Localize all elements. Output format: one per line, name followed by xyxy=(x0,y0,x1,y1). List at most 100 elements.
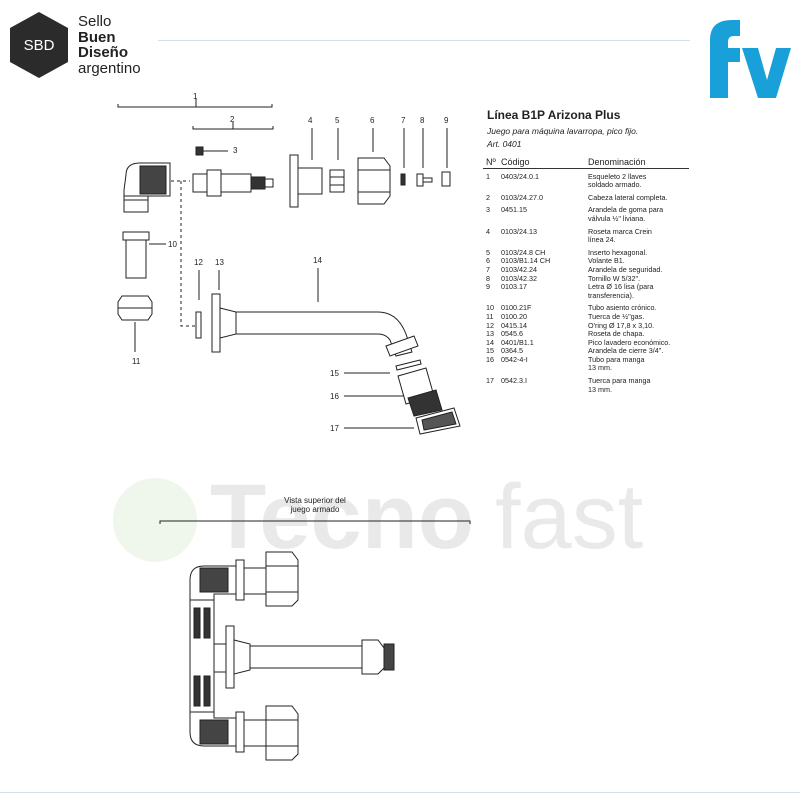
part-16-hose-tube xyxy=(397,367,443,417)
part-code: 0415.14 xyxy=(501,320,527,330)
part-description: Volante B1. xyxy=(588,257,689,266)
table-row: 8 0103/42.32 Tornillo W 5/32". xyxy=(483,273,689,284)
callout-15: 15 xyxy=(330,369,339,378)
part-description-line: Roseta marca Crein xyxy=(588,226,652,236)
part-number: 6 xyxy=(486,256,490,266)
product-title: Línea B1P Arizona Plus xyxy=(487,108,621,122)
part-description-line: Tuerca para manga xyxy=(588,376,651,386)
callout-17: 17 xyxy=(330,424,339,433)
tecnofast-watermark: Tecno fast xyxy=(113,466,643,568)
part-number: 7 xyxy=(486,264,490,274)
part-number: 15 xyxy=(486,346,494,356)
table-row: 15 0364.5 Arandela de cierre 3/4". xyxy=(483,347,689,356)
part-description-line: Arandela de seguridad. xyxy=(588,264,663,274)
sbd-wordmark: Sello Buen Diseño argentino xyxy=(78,14,141,76)
part-10-tube xyxy=(122,231,150,279)
part-description-line: Letra Ø 16 lisa (para xyxy=(588,282,654,292)
part-15-washer xyxy=(395,359,422,371)
part-code: 0364.5 xyxy=(501,346,523,356)
table-row: 5 0103/24.8 CH Inserto hexagonal. xyxy=(483,247,689,258)
table-row: 14 0401/B1.1 Pico lavadero económico. xyxy=(483,337,689,348)
part-description-line: Inserto hexagonal. xyxy=(588,247,648,257)
part-code: 0103/B1.14 CH xyxy=(501,256,551,266)
part-number: 8 xyxy=(486,273,490,283)
callout-13: 13 xyxy=(215,258,224,267)
part-description-line: Tuerca de ½"gas. xyxy=(588,311,645,321)
part-description-line: O'ring Ø 17,8 x 3,10. xyxy=(588,320,655,330)
callout-10: 10 xyxy=(168,240,177,249)
part-code: 0103/24.27.0 xyxy=(501,192,543,202)
part-12-oring xyxy=(195,311,202,339)
part-description-line: Tornillo W 5/32". xyxy=(588,273,641,283)
table-row: 13 0545.6 Roseta de chapa. xyxy=(483,329,689,339)
part-description-line: Esqueleto 2 llaves xyxy=(588,171,647,181)
part-description-line: 13 mm. xyxy=(588,363,612,373)
part-description: Cabeza lateral completa. xyxy=(588,193,689,203)
header-code: Código xyxy=(501,157,530,167)
part-number: 4 xyxy=(486,226,490,236)
table-row: 6 0103/B1.14 CH Volante B1. xyxy=(483,257,689,266)
part-14-spout xyxy=(235,311,413,357)
part-number: 16 xyxy=(486,354,494,364)
header-divider xyxy=(158,40,690,41)
part-number: 5 xyxy=(486,247,490,257)
part-code: 0545.6 xyxy=(501,329,523,339)
part-code: 0542-4-I xyxy=(501,354,528,364)
callout-1: 1 xyxy=(193,92,198,101)
part-code: 0103/42.32 xyxy=(501,273,537,283)
part-description-line: Pico lavadero económico. xyxy=(588,337,671,347)
part-code: 0451.15 xyxy=(501,205,527,215)
top-view-label-line-1: Vista superior del xyxy=(284,496,346,505)
callout-7: 7 xyxy=(401,116,406,125)
callout-11: 11 xyxy=(132,357,141,366)
part-number: 13 xyxy=(486,329,494,339)
header-description: Denominación xyxy=(588,157,646,167)
part-description: Roseta de chapa. xyxy=(588,329,689,339)
part-description: Inserto hexagonal. xyxy=(588,247,689,258)
part-description-line: soldado armado. xyxy=(588,180,642,190)
sbd-line-2: Buen xyxy=(78,28,116,46)
part-6-handle xyxy=(357,157,391,205)
part-code: 0401/B1.1 xyxy=(501,337,534,347)
callout-8: 8 xyxy=(420,116,425,125)
callout-14: 14 xyxy=(313,256,322,265)
part-code: 0403/24.0.1 xyxy=(501,171,539,181)
part-description-line: Volante B1. xyxy=(588,256,625,266)
product-article-number: Art. 0401 xyxy=(487,139,522,149)
callout-4: 4 xyxy=(308,116,313,125)
part-code: 0103/24.8 CH xyxy=(501,247,546,257)
part-9-letter xyxy=(441,171,451,187)
fv-brand-logo xyxy=(710,20,791,98)
part-7-washer xyxy=(400,173,406,186)
part-description-line: 13 mm. xyxy=(588,384,612,394)
part-number: 14 xyxy=(486,337,494,347)
callout-3: 3 xyxy=(233,146,238,155)
part-description-line: Tubo para manga xyxy=(588,354,645,364)
part-number: 3 xyxy=(486,205,490,215)
part-description: Tuerca de ½"gas. xyxy=(588,311,689,322)
part-description-line: Arandela de goma para xyxy=(588,205,664,215)
part-5-hex-insert xyxy=(329,169,345,193)
footer-divider xyxy=(0,792,800,793)
vista-bracket xyxy=(159,520,471,524)
callout-5: 5 xyxy=(335,116,340,125)
bracket-1 xyxy=(117,104,273,108)
part-code: 0103.17 xyxy=(501,282,527,292)
part-description: Arandela de cierre 3/4". xyxy=(588,347,689,356)
sbd-hexagon-logo: SBD xyxy=(10,12,68,78)
part-description: Tornillo W 5/32". xyxy=(588,273,689,284)
part-11-nut xyxy=(117,295,153,321)
part-number: 11 xyxy=(486,311,494,321)
part-number: 12 xyxy=(486,320,494,330)
part-elbow-body xyxy=(123,162,171,213)
